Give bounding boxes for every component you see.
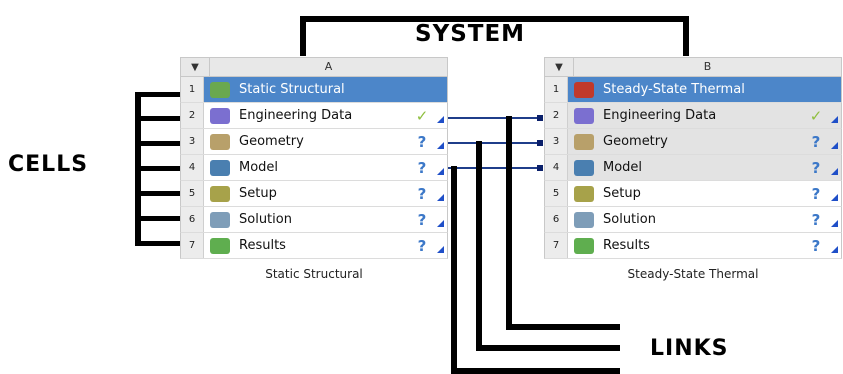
solution-icon [574, 211, 594, 228]
solution-icon [210, 211, 230, 228]
cells-bracket-tick-1 [135, 92, 193, 97]
setup-icon [210, 185, 230, 202]
model-icon [574, 159, 594, 176]
system-b[interactable]: ▼ B 1 Steady-State Thermal 2 Engineering… [544, 57, 842, 281]
cell-b6[interactable]: 6 Solution ? [544, 207, 842, 233]
link-geometry[interactable] [448, 142, 542, 144]
system-a-column-label: A [324, 60, 333, 73]
cell-menu-icon[interactable] [433, 129, 447, 154]
up-to-date-check-icon: ✓ [809, 106, 823, 125]
refresh-required-icon: ? [417, 158, 427, 177]
link-model[interactable] [448, 167, 542, 169]
thermal-icon [574, 81, 594, 98]
cell-b7[interactable]: 7 Results ? [544, 233, 842, 259]
results-icon [574, 237, 594, 254]
link-end-marker [537, 165, 543, 171]
refresh-required-icon: ? [417, 184, 427, 203]
refresh-required-icon: ? [811, 210, 821, 229]
cell-menu-icon[interactable] [827, 207, 841, 232]
cell-menu-icon[interactable] [433, 103, 447, 128]
refresh-required-icon: ? [811, 132, 821, 151]
cell-menu-icon[interactable] [827, 129, 841, 154]
cell-a5[interactable]: 5 Setup ? [180, 181, 448, 207]
cell-b1[interactable]: 1 Steady-State Thermal [544, 77, 842, 103]
cell-menu-icon[interactable] [433, 155, 447, 180]
links-label: LINKS [650, 336, 729, 361]
system-b-header: ▼ B [544, 57, 842, 77]
engineering-data-icon [210, 107, 230, 124]
link-end-marker [537, 115, 543, 121]
system-b-menu-icon[interactable]: ▼ [545, 58, 574, 76]
system-label: SYSTEM [415, 21, 526, 47]
system-a-name[interactable]: Static Structural [265, 267, 363, 281]
refresh-required-icon: ? [417, 132, 427, 151]
cells-bracket-tick-2 [135, 116, 193, 121]
system-b-name[interactable]: Steady-State Thermal [627, 267, 759, 281]
engineering-data-icon [574, 107, 594, 124]
cell-menu-icon[interactable] [827, 103, 841, 128]
cell-a3[interactable]: 3 Geometry ? [180, 129, 448, 155]
static-structural-icon [210, 81, 230, 98]
links-callout-vertical-1 [506, 116, 512, 330]
links-callout-vertical-2 [476, 141, 482, 351]
cell-a6[interactable]: 6 Solution ? [180, 207, 448, 233]
setup-icon [574, 185, 594, 202]
links-callout-horizontal-3 [451, 368, 620, 374]
cell-a7[interactable]: 7 Results ? [180, 233, 448, 259]
cell-menu-icon[interactable] [433, 233, 447, 258]
link-end-marker [537, 140, 543, 146]
links-callout-horizontal-2 [476, 345, 620, 351]
geometry-icon [210, 133, 230, 150]
cells-bracket-tick-7 [135, 241, 193, 246]
cells-label: CELLS [8, 152, 89, 177]
links-callout-vertical-3 [451, 166, 457, 374]
refresh-required-icon: ? [417, 236, 427, 255]
cell-a4[interactable]: 4 Model ? [180, 155, 448, 181]
refresh-required-icon: ? [811, 236, 821, 255]
model-icon [210, 159, 230, 176]
link-engineering-data[interactable] [448, 117, 542, 119]
cell-menu-icon[interactable] [433, 207, 447, 232]
up-to-date-check-icon: ✓ [415, 106, 429, 125]
cell-b5[interactable]: 5 Setup ? [544, 181, 842, 207]
results-icon [210, 237, 230, 254]
refresh-required-icon: ? [811, 184, 821, 203]
refresh-required-icon: ? [811, 158, 821, 177]
cell-a2[interactable]: 2 Engineering Data ✓ [180, 103, 448, 129]
cell-b4[interactable]: 4 Model ? [544, 155, 842, 181]
cell-menu-icon[interactable] [827, 233, 841, 258]
system-b-column-label: B [703, 60, 712, 73]
cell-menu-icon[interactable] [827, 155, 841, 180]
geometry-icon [574, 133, 594, 150]
cells-bracket-tick-6 [135, 216, 193, 221]
system-a-menu-icon[interactable]: ▼ [181, 58, 210, 76]
cell-menu-icon[interactable] [827, 181, 841, 206]
cell-b2[interactable]: 2 Engineering Data ✓ [544, 103, 842, 129]
cell-b3[interactable]: 3 Geometry ? [544, 129, 842, 155]
cell-a1[interactable]: 1 Static Structural [180, 77, 448, 103]
cell-menu-icon[interactable] [433, 181, 447, 206]
refresh-required-icon: ? [417, 210, 427, 229]
system-a-header: ▼ A [180, 57, 448, 77]
system-bracket-right [683, 16, 689, 56]
cells-bracket-tick-5 [135, 191, 193, 196]
links-callout-horizontal-1 [506, 324, 620, 330]
system-a[interactable]: ▼ A 1 Static Structural 2 Engineering Da… [180, 57, 448, 281]
system-bracket-top [300, 16, 689, 22]
cells-bracket-tick-3 [135, 141, 193, 146]
system-bracket-left [300, 16, 306, 56]
cells-bracket-tick-4 [135, 166, 193, 171]
